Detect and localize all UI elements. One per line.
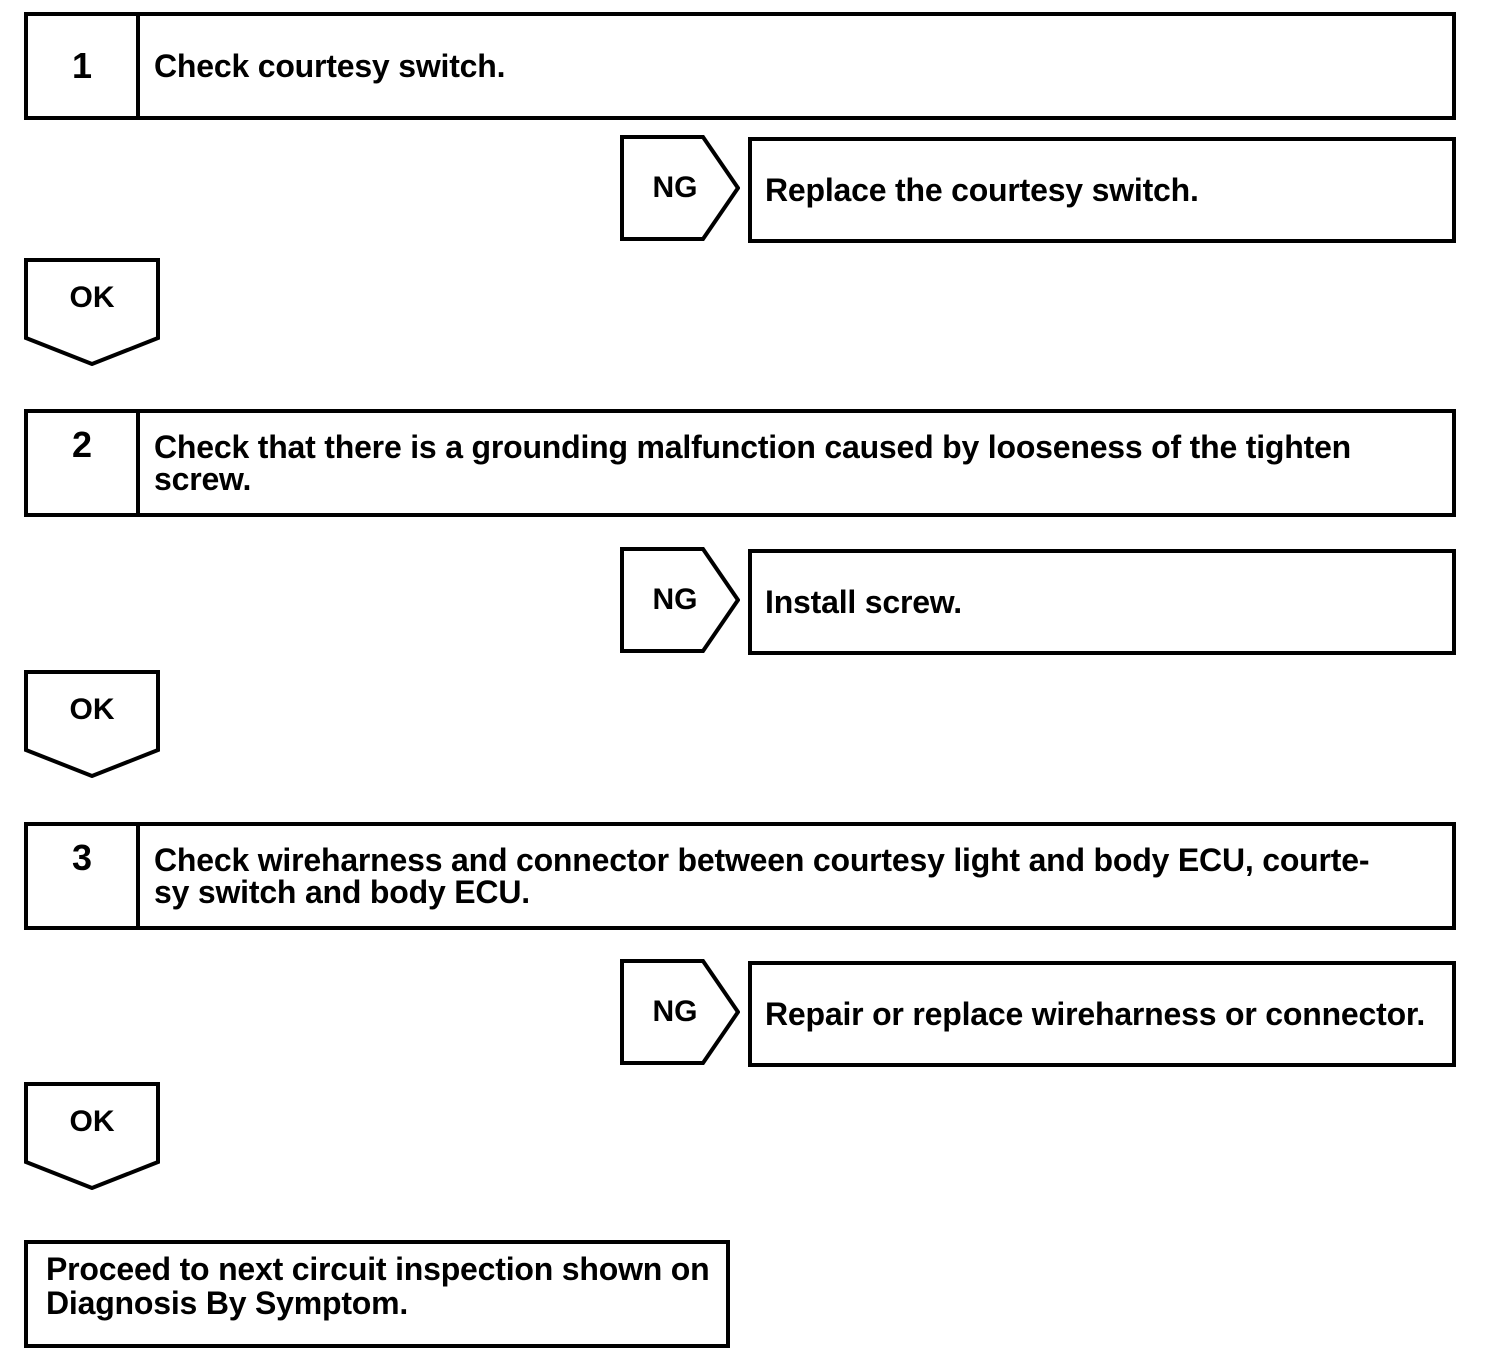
step-3-box: 3 Check wireharness and connector betwee… — [24, 822, 1456, 930]
step-2-instruction-line-2: screw. — [154, 461, 252, 497]
step-2-ng-action-text: Install screw. — [765, 584, 962, 620]
ng-arrow-outline — [620, 959, 740, 1065]
step-2-ng-arrow: NG — [620, 547, 740, 653]
step-1-number: 1 — [28, 16, 140, 116]
step-1-instruction-line-1: Check courtesy switch. — [154, 48, 506, 84]
ok-arrow-outline — [24, 1082, 160, 1190]
step-3-ng-arrow: NG — [620, 959, 740, 1065]
step-3-ng-action-box: Repair or replace wireharness or connect… — [748, 961, 1456, 1067]
step-1-ng-label: NG — [652, 171, 698, 204]
end-box: Proceed to next circuit inspection shown… — [24, 1240, 730, 1348]
step-3-instruction-line-1: Check wireharness and connector between … — [154, 842, 1370, 878]
step-1-instruction: Check courtesy switch. — [140, 16, 1452, 116]
step-2-ng-label: NG — [652, 583, 698, 616]
step-2-box: 2 Check that there is a grounding malfun… — [24, 409, 1456, 517]
ng-arrow-outline — [620, 547, 740, 653]
ok-arrow-shape — [24, 258, 160, 366]
ok-arrow-outline — [24, 670, 160, 778]
step-3-ok-label: OK — [69, 1105, 115, 1138]
ok-arrow-outline — [24, 258, 160, 366]
step-2-ok-label: OK — [69, 693, 115, 726]
step-3-ng-label: NG — [652, 995, 698, 1028]
end-box-line-2: Diagnosis By Symptom. — [46, 1285, 409, 1321]
ng-arrow-shape — [620, 135, 740, 241]
step-2-ng-action-box: Install screw. — [748, 549, 1456, 655]
ok-arrow-shape — [24, 670, 160, 778]
step-1-ok-arrow: OK — [24, 258, 160, 366]
step-2-ok-arrow: OK — [24, 670, 160, 778]
step-1-ng-action-text: Replace the courtesy switch. — [765, 172, 1199, 208]
step-3-number: 3 — [28, 826, 140, 926]
step-1-ng-arrow: NG — [620, 135, 740, 241]
ng-arrow-outline — [620, 135, 740, 241]
ok-arrow-shape — [24, 1082, 160, 1190]
step-2-number: 2 — [28, 413, 140, 513]
step-2-instruction-line-1: Check that there is a grounding malfunct… — [154, 429, 1352, 465]
step-1-ok-label: OK — [69, 281, 115, 314]
ng-arrow-shape — [620, 547, 740, 653]
step-1-box: 1 Check courtesy switch. — [24, 12, 1456, 120]
end-box-line-1: Proceed to next circuit inspection shown… — [46, 1251, 710, 1287]
step-1-ng-action-box: Replace the courtesy switch. — [748, 137, 1456, 243]
ng-arrow-shape — [620, 959, 740, 1065]
step-3-instruction: Check wireharness and connector between … — [140, 826, 1452, 926]
step-3-ng-action-text: Repair or replace wireharness or connect… — [765, 996, 1426, 1032]
step-3-instruction-line-2: sy switch and body ECU. — [154, 874, 530, 910]
step-3-ok-arrow: OK — [24, 1082, 160, 1190]
step-2-instruction: Check that there is a grounding malfunct… — [140, 413, 1452, 513]
